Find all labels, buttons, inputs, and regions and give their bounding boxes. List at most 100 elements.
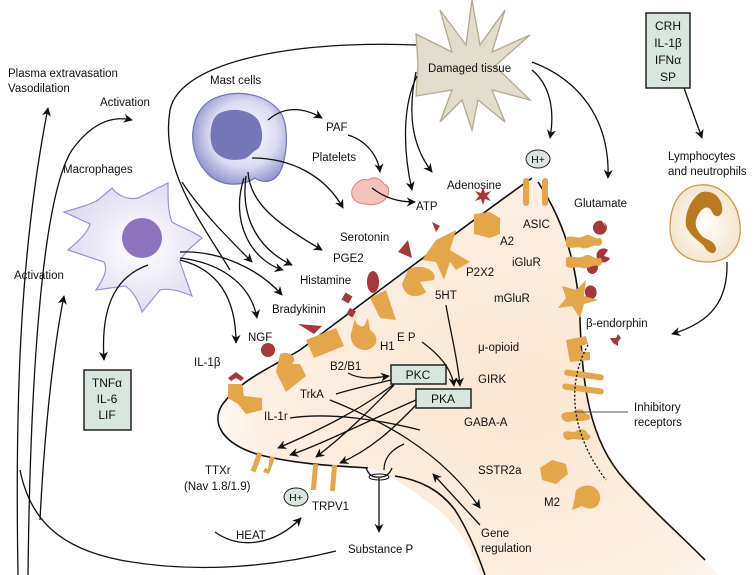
line-trka-to-pkc (335, 379, 392, 395)
substance-p-loop (19, 469, 337, 569)
mu-opioid-label: μ-opioid (478, 342, 519, 354)
box-item-tnfa: TNFα (92, 376, 122, 390)
asic-receptor-right (542, 178, 548, 206)
macrophage-nucleus (122, 218, 162, 258)
macrophages-label: Macrophages (63, 164, 133, 176)
arrow-pkc-to-ttxr-1 (277, 383, 395, 449)
inhibitory-label-1: Inhibitory (634, 402, 681, 414)
il1b-molecule (228, 372, 244, 381)
adenosine-molecule (475, 187, 491, 205)
sstr2a-receptor (540, 460, 568, 484)
gaba-a-label: GABA-A (464, 417, 508, 429)
release-curl-left (383, 443, 405, 471)
cytokine-box-left: TNFα IL-6 LIF (83, 369, 132, 431)
h1-label: H1 (380, 341, 395, 353)
ttxr-label-2: (Nav 1.8/1.9) (184, 481, 251, 493)
ngf-molecule (261, 343, 275, 357)
cytokine-box-top: CRH IL-1β IFNα SP (645, 12, 691, 89)
arrow-to-plasma (16, 107, 51, 575)
iglur-label: iGluR (512, 257, 541, 269)
atp-label: ATP (416, 201, 438, 213)
arrow-damaged-to-hplus (531, 69, 556, 139)
arrow-pka-to-trpv1 (339, 404, 417, 464)
ngf-label: NGF (248, 332, 272, 344)
bradykinin-molecule (298, 324, 322, 334)
arrow-macro-to-il1b (179, 259, 241, 344)
sstr2a-label: SSTR2a (478, 465, 522, 477)
arrow-damaged-to-adenosine (411, 71, 433, 173)
h-plus-badge-top: H+ (525, 149, 551, 169)
pkc-box: PKC (390, 364, 447, 385)
damaged-tissue-label: Damaged tissue (428, 63, 511, 75)
serotonin-molecule (398, 240, 412, 258)
release-pore (365, 467, 393, 478)
mu-opioid-receptor (566, 336, 590, 362)
h-plus-bottom-label: H+ (289, 492, 303, 504)
substance-p-label: Substance P (348, 544, 414, 556)
line-damaged-to-bradykinin (181, 181, 253, 263)
box-item-il1b: IL-1β (654, 36, 682, 50)
neuron-membrane-right (537, 181, 706, 561)
arrow-5ht-to-pka (445, 304, 464, 387)
histamine-molecule-2 (346, 307, 356, 318)
lymphocytes-label-2: and neutrophils (668, 166, 747, 178)
histamine-label: Histamine (300, 275, 351, 287)
line-il1r-to-gene (289, 415, 421, 431)
paf-label: PAF (326, 122, 348, 134)
girk-channel-1 (564, 369, 604, 381)
girk-label: GIRK (478, 374, 506, 386)
a2-receptor (474, 212, 500, 238)
p2x2-label: P2X2 (466, 267, 494, 279)
activation-left-label: Activation (14, 270, 64, 282)
vasodilation-label: Vasodilation (8, 83, 70, 95)
arrow-pkc-to-ttxr-2 (315, 384, 395, 458)
heat-label: HEAT (236, 530, 266, 542)
adenosine-label: Adenosine (447, 180, 501, 192)
arrow-paf-to-platelet (347, 134, 384, 173)
box-item-il6: IL-6 (97, 392, 118, 406)
arrow-pka-to-ttxr (289, 399, 417, 457)
arrow-lymphocyte-to-endorphin (671, 261, 728, 337)
lymphocyte (669, 184, 741, 263)
iglur-receptor-1 (566, 234, 603, 249)
trpv1-channel-1 (310, 463, 319, 491)
pkc-label: PKC (406, 368, 431, 382)
arrow-mast-to-serotonin (251, 157, 344, 209)
trpv1-channel-2 (329, 464, 338, 492)
ttxr-channel-1 (250, 451, 263, 473)
arrow-damaged-to-glutamate (531, 61, 613, 179)
box-item-lif: LIF (98, 408, 115, 422)
platelet (351, 177, 390, 206)
damaged-tissue-shape (415, 0, 533, 133)
arrow-to-activation-left (39, 295, 67, 521)
arrow-heat-to-trpv1 (214, 517, 302, 544)
trpv1-label: TRPV1 (312, 501, 349, 513)
5ht-receptor (402, 266, 435, 297)
il1r-receptor (228, 384, 262, 414)
il1b-label: IL-1β (194, 357, 221, 369)
plasma-extravasation-label: Plasma extravasation (8, 68, 118, 80)
lymphocyte-nucleus (685, 191, 723, 254)
b2b1-receptor (306, 328, 344, 358)
h-plus-badge-bottom: H+ (283, 487, 309, 507)
serotonin-label: Serotonin (340, 232, 389, 244)
atp-molecule (432, 222, 440, 232)
gene-regulation-label-1: Gene (481, 528, 509, 540)
box-item-sp: SP (660, 70, 676, 84)
arrow-mast-to-pge2 (247, 171, 323, 251)
arrow-trka-to-gene (329, 399, 481, 509)
ttxr-label-1: TTXr (205, 465, 231, 477)
pka-label: PKA (431, 392, 455, 406)
inhibitory-dashed-arc (574, 344, 607, 481)
platelets-label: Platelets (312, 152, 356, 164)
asic-label: ASIC (523, 219, 550, 231)
activation-top-label: Activation (100, 97, 150, 109)
girk-channel-2 (562, 383, 604, 395)
5ht-label: 5HT (435, 290, 457, 302)
histamine-molecule-1 (341, 292, 353, 304)
glutamate-molecule-1 (592, 220, 607, 235)
h-plus-top-label: H+ (531, 154, 545, 166)
box-item-crh: CRH (655, 19, 681, 33)
mast-cell-nucleus (210, 109, 263, 160)
